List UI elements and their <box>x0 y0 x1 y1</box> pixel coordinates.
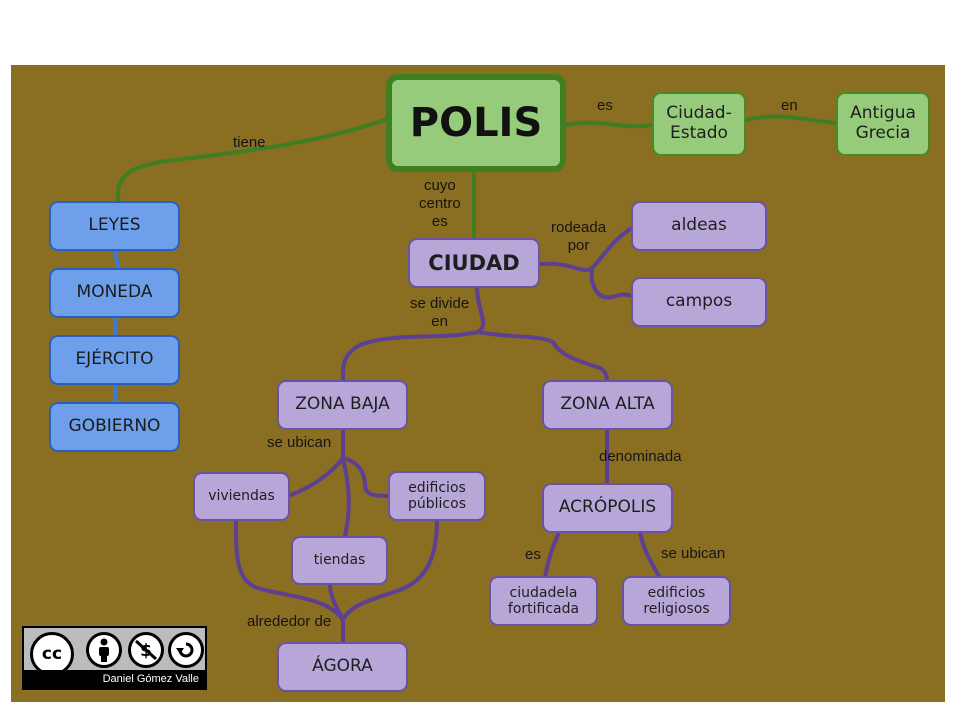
node-agora: ÁGORA <box>277 642 408 692</box>
line-polis-ciudad-estado <box>564 120 654 129</box>
node-zona-alta-label: ZONA ALTA <box>560 394 655 415</box>
node-edificios-religiosos-label: edificios religiosos <box>643 584 710 617</box>
node-ciudad-estado-label: Ciudad- Estado <box>666 103 732 143</box>
node-campos: campos <box>631 277 767 327</box>
node-moneda: MONEDA <box>49 268 180 318</box>
line-acropolis-religiosos <box>638 528 662 580</box>
node-moneda-label: MONEDA <box>76 282 153 303</box>
node-leyes: LEYES <box>49 201 180 251</box>
link-label-tiene: tiene <box>233 134 266 151</box>
node-viviendas: viviendas <box>193 472 290 521</box>
node-zona-baja: ZONA BAJA <box>277 380 408 430</box>
node-polis-label: POLIS <box>409 100 543 146</box>
node-gobierno: GOBIERNO <box>49 402 180 452</box>
link-label-alrededor-de: alrededor de <box>247 613 332 630</box>
node-polis: POLIS <box>386 74 566 172</box>
link-label-en: en <box>781 97 798 114</box>
by-icon <box>86 632 122 668</box>
cc-license-badge: cc $ Daniel Gómez Valle <box>22 626 207 690</box>
link-label-es: es <box>597 97 613 114</box>
node-aldeas-label: aldeas <box>671 215 727 236</box>
line-leyes-moneda <box>113 248 120 270</box>
node-agora-label: ÁGORA <box>312 656 373 677</box>
line-hub-tiendas <box>341 456 351 538</box>
node-acropolis: ACRÓPOLIS <box>542 483 673 533</box>
line-ciudad-zona-baja <box>340 330 480 384</box>
link-label-se-divide-en: se divide en <box>410 295 470 330</box>
line-ciudad-campos <box>589 266 634 300</box>
node-edificios-publicos-label: edificios públicos <box>408 479 466 512</box>
link-label-es-acropolis: es <box>525 546 541 563</box>
line-hub-viviendas <box>286 456 345 498</box>
node-campos-label: campos <box>665 291 733 312</box>
node-viviendas-label: viviendas <box>208 488 275 505</box>
node-gobierno-label: GOBIERNO <box>68 416 161 437</box>
nc-icon: $ <box>128 632 164 668</box>
line-edificios-agora <box>341 518 439 622</box>
node-antigua-grecia: Antigua Grecia <box>836 92 930 156</box>
node-edificios-religiosos: edificios religiosos <box>622 576 731 626</box>
line-ciudad-zona-alta <box>476 330 609 384</box>
link-label-se-ubican-baja: se ubican <box>267 434 332 451</box>
node-antigua-grecia-label: Antigua Grecia <box>850 103 916 143</box>
sa-icon <box>168 632 204 668</box>
node-edificios-publicos: edificios públicos <box>388 471 486 521</box>
node-aldeas: aldeas <box>631 201 767 251</box>
node-acropolis-label: ACRÓPOLIS <box>558 497 657 518</box>
node-ejercito-label: EJÉRCITO <box>75 349 154 370</box>
line-ciudad-split <box>475 286 485 334</box>
node-zona-baja-label: ZONA BAJA <box>295 394 390 415</box>
line-acropolis-ciudadela <box>543 528 562 580</box>
node-tiendas: tiendas <box>291 536 388 585</box>
node-ejercito: EJÉRCITO <box>49 335 180 385</box>
line-viviendas-agora <box>234 518 345 644</box>
link-label-se-ubican-alta: se ubican <box>661 545 726 562</box>
node-tiendas-label: tiendas <box>313 552 366 569</box>
node-zona-alta: ZONA ALTA <box>542 380 673 430</box>
node-leyes-label: LEYES <box>88 215 141 236</box>
node-ciudad-label: CIUDAD <box>428 250 520 275</box>
link-label-rodeada-por: rodeada por <box>551 219 607 254</box>
node-ciudad: CIUDAD <box>408 238 540 288</box>
line-polis-leyes <box>115 116 392 204</box>
node-ciudad-estado: Ciudad- Estado <box>652 92 746 156</box>
node-ciudadela-fortificada: ciudadela fortificada <box>489 576 598 626</box>
line-ciudad-estado-grecia <box>744 114 838 125</box>
link-label-cuyo-centro-es: cuyo centro es <box>419 177 461 230</box>
line-hub-edificios <box>341 456 390 498</box>
link-label-denominada: denominada <box>599 448 682 465</box>
cc-author: Daniel Gómez Valle <box>24 670 205 688</box>
node-ciudadela-label: ciudadela fortificada <box>507 584 580 617</box>
